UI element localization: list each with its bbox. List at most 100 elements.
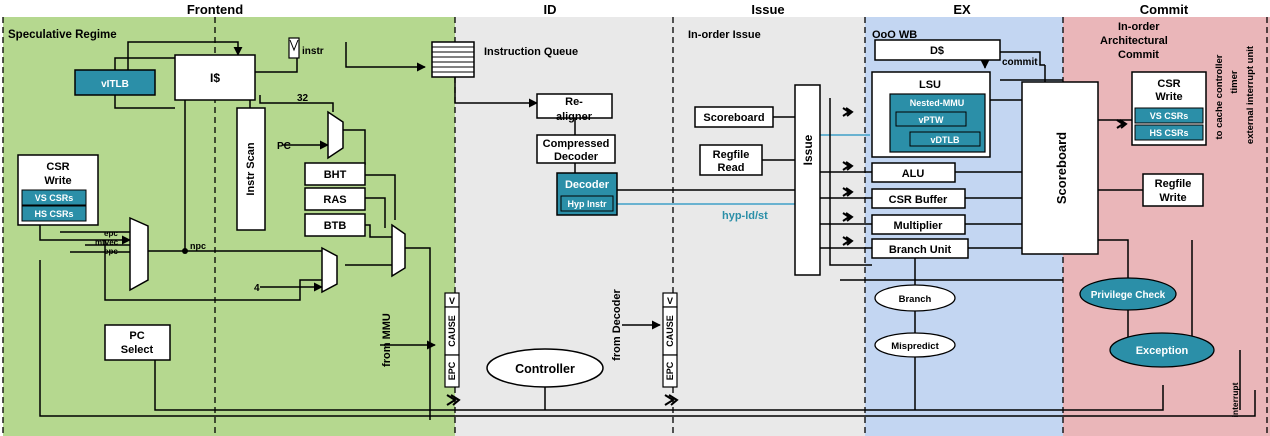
compressed-decoder-label-2: Decoder	[554, 151, 599, 163]
mispredict-label: Mispredict	[891, 341, 939, 352]
compressed-decoder-label-1: Compressed	[543, 138, 610, 150]
instr-label: instr	[302, 46, 324, 57]
multiplier-box	[871, 214, 966, 235]
csr-buffer-label: CSR Buffer	[889, 194, 948, 206]
epc2-label: epc	[104, 247, 118, 256]
issue-label: Issue	[801, 134, 815, 165]
privilege-check-ellipse	[1079, 277, 1177, 311]
pipe-reg-epc-1: EPC	[447, 361, 457, 380]
regfile-write-label-2: Write	[1159, 192, 1186, 204]
commit-signal-label: commit	[1002, 57, 1038, 68]
to-cache-controller-label: to cache controller	[1214, 54, 1225, 139]
decoder-label: Decoder	[565, 179, 610, 191]
realigner-label-1: Re-	[565, 96, 583, 108]
ooo-wb-label: OoO WB	[872, 29, 917, 41]
regfile-read-box	[699, 144, 763, 176]
btb-label: BTB	[324, 220, 347, 232]
branch-ellipse	[874, 284, 956, 312]
stage-title-id: ID	[544, 2, 557, 17]
bht-label: BHT	[324, 169, 347, 181]
pc-select-mux	[129, 216, 149, 292]
hyp-ldst-label: hyp-ld/st	[722, 210, 768, 222]
issue-scoreboard-label: Scoreboard	[703, 112, 764, 124]
commit-hs-csrs-box	[1134, 124, 1204, 141]
icache-box	[174, 54, 256, 101]
ras-box	[304, 187, 366, 211]
regfile-write-box	[1142, 173, 1204, 207]
frontend-hs-csrs-box	[21, 205, 87, 222]
pipe-reg-v-2: V	[667, 296, 673, 306]
commit-scoreboard-box	[1021, 81, 1099, 255]
pipe-reg-v-1: V	[449, 296, 455, 306]
commit-region-label-1: In-order	[1118, 21, 1160, 33]
npc-mux	[391, 223, 406, 278]
frontend-vs-csrs-label: VS CSRs	[35, 193, 74, 203]
commit-hs-csrs-label: HS CSRs	[1149, 128, 1188, 138]
frontend-vs-csrs-box	[21, 189, 87, 206]
lsu-label: LSU	[919, 79, 941, 91]
hyp-instr-label: Hyp Instr	[567, 199, 607, 209]
compressed-decoder-box	[536, 134, 616, 164]
pipe-reg-cause-1: CAUSE	[447, 315, 457, 347]
commit-scoreboard-label: Scoreboard	[1054, 132, 1069, 204]
mispredict-ellipse	[874, 332, 956, 358]
frontend-hs-csrs-label: HS CSRs	[34, 209, 73, 219]
privilege-check-label: Privilege Check	[1091, 290, 1166, 301]
dcache-box	[874, 39, 1001, 61]
from-mmu-label: from MMU	[381, 313, 393, 367]
inorder-issue-label: In-order Issue	[688, 29, 761, 41]
instruction-queue	[431, 41, 475, 78]
stage-title-commit: Commit	[1140, 2, 1189, 17]
ras-label: RAS	[323, 194, 346, 206]
pc-select-box	[104, 324, 171, 361]
frontend-id-pipeline-register: V CAUSE EPC	[444, 292, 461, 406]
pc-select-label-2: Select	[121, 344, 154, 356]
regfile-read-label-2: Read	[718, 162, 745, 174]
vitlb-label: vITLB	[101, 79, 129, 90]
commit-region-label-3: Commit	[1118, 49, 1159, 61]
pc-mux	[327, 110, 344, 160]
from-decoder-label: from Decoder	[611, 289, 623, 361]
branch-unit-box	[871, 238, 969, 259]
dcache-label: D$	[930, 45, 944, 57]
issue-box	[794, 84, 821, 276]
instr-scan-box	[236, 107, 266, 231]
pipe-reg-cause-2: CAUSE	[665, 315, 675, 347]
stage-title-ex: EX	[953, 2, 971, 17]
regfile-write-label-1: Regfile	[1155, 178, 1192, 190]
epc-label: epc	[104, 229, 118, 238]
frontend-csr-write-label-1: CSR	[46, 161, 69, 173]
hyp-instr-box	[560, 195, 614, 212]
instruction-queue-label: Instruction Queue	[484, 46, 578, 58]
branch-label: Branch	[899, 294, 932, 305]
stage-title-frontend: Frontend	[187, 2, 243, 17]
exception-ellipse	[1109, 332, 1215, 368]
alu-label: ALU	[902, 168, 925, 180]
vptw-box	[895, 111, 967, 127]
const-four-label: 4	[254, 283, 260, 294]
frontend-csr-write-label-2: Write	[44, 175, 71, 187]
regfile-read-label-1: Regfile	[713, 149, 750, 161]
commit-vs-csrs-box	[1134, 107, 1204, 124]
commit-csr-write-label-1: CSR	[1157, 78, 1180, 90]
multiplier-label: Multiplier	[894, 220, 944, 232]
instr-register	[288, 37, 300, 59]
bus-width-label: 32	[297, 93, 309, 104]
commit-region-label-2: Architectural	[1100, 35, 1168, 47]
bht-box	[304, 162, 366, 186]
branch-unit-label: Branch Unit	[889, 244, 952, 256]
stage-title-issue: Issue	[751, 2, 784, 17]
vdtlb-label: vDTLB	[931, 135, 961, 145]
vitlb-box	[74, 69, 156, 96]
nested-mmu-label: Nested-MMU	[910, 98, 965, 108]
clock-triangle-icon	[289, 39, 299, 52]
realigner-label-2: aligner	[556, 111, 593, 123]
pipe-reg-epc-2: EPC	[665, 361, 675, 380]
vptw-label: vPTW	[918, 115, 944, 125]
csr-buffer-box	[871, 188, 966, 209]
btb-box	[304, 213, 366, 237]
realigner-box	[536, 93, 613, 119]
issue-scoreboard-box	[694, 106, 774, 128]
